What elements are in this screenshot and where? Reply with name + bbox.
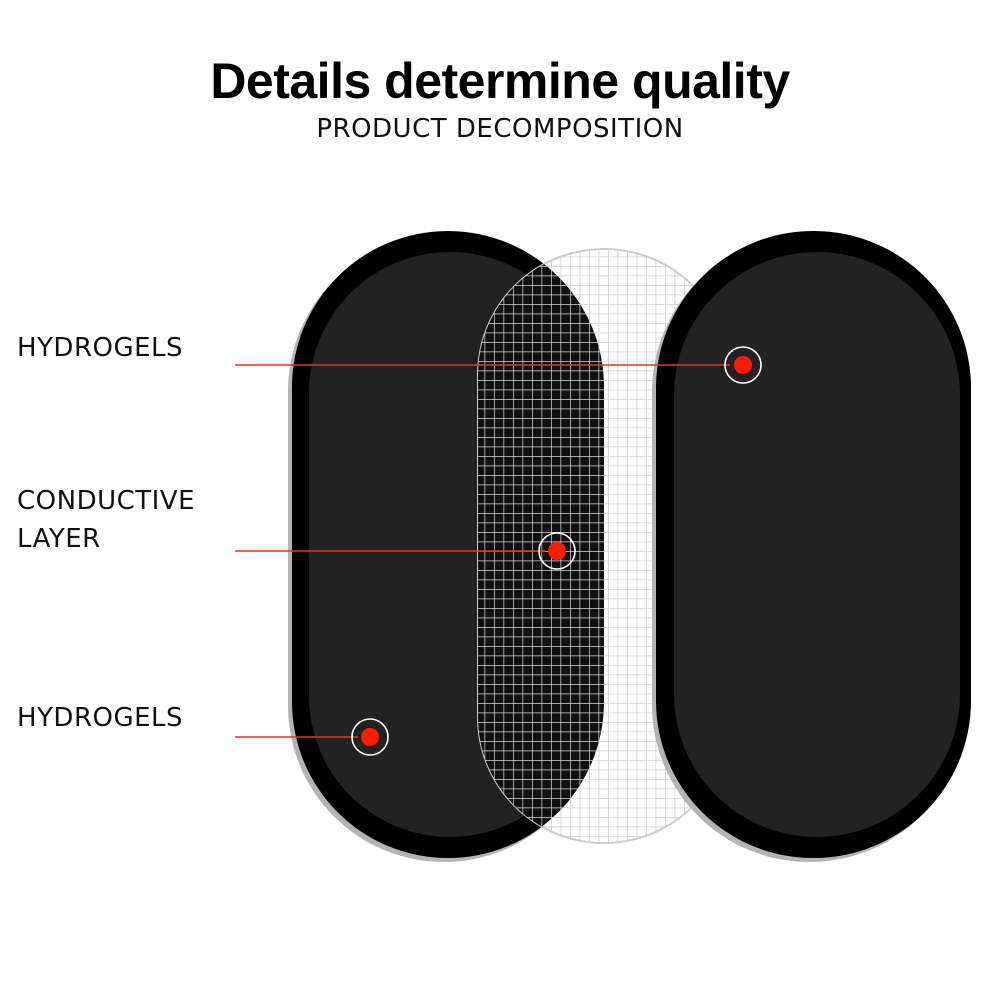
label-hydrogels-top: HYDROGELS: [17, 333, 184, 363]
label-hydrogels-bottom: HYDROGELS: [17, 703, 184, 733]
label-conductive-line2: LAYER: [17, 524, 101, 554]
right-hydrogel-pad: [652, 231, 971, 862]
label-conductive-layer: CONDUCTIVE LAYER: [17, 482, 195, 558]
label-conductive-line1: CONDUCTIVE: [17, 486, 196, 516]
marker-bottom: [351, 718, 389, 756]
marker-top: [724, 346, 762, 384]
marker-middle: [538, 532, 576, 570]
page-title: Details determine quality: [210, 53, 790, 109]
page-subtitle: PRODUCT DECOMPOSITION: [316, 114, 684, 144]
